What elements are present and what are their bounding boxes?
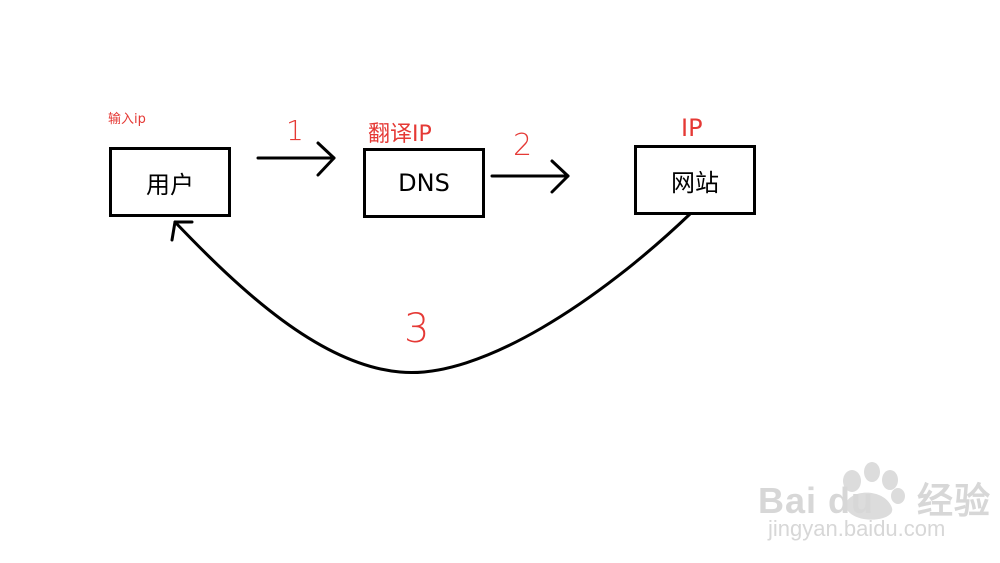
watermark-url: jingyan.baidu.com (768, 516, 946, 541)
watermark-brand-text: Bai du (758, 480, 875, 521)
watermark-paw-icon (843, 462, 905, 520)
step-2-label: 2 (513, 128, 533, 163)
user-label: 用户 (146, 170, 194, 199)
website-annotation: IP (681, 114, 703, 142)
website-label: 网站 (671, 168, 719, 197)
dns-label: DNS (398, 169, 450, 197)
dns-annotation: 翻译IP (368, 122, 432, 147)
step-1-label: 1 (286, 114, 304, 147)
user-annotation: 输入ip (108, 112, 146, 127)
arrow-dns-to-website (490, 159, 570, 194)
website-box: 网站 (634, 145, 756, 215)
user-box: 用户 (109, 147, 231, 217)
watermark-brand-cn: 经验 (917, 480, 992, 521)
watermark-brand: Bai du 经验 (758, 472, 991, 524)
arrow-user-to-dns (256, 141, 336, 177)
dns-box: DNS (363, 148, 485, 218)
arrow-website-to-user (170, 212, 692, 375)
step-3-label: 3 (404, 306, 430, 352)
